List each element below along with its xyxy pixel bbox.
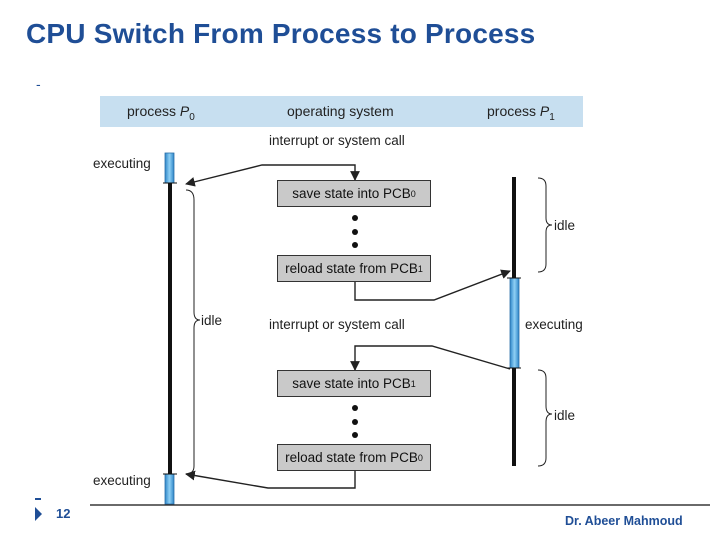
page-marker-icon bbox=[35, 507, 42, 521]
ellipsis-dots-bottom bbox=[352, 405, 358, 438]
p1-timeline bbox=[507, 177, 521, 466]
p0-executing-bar-bottom bbox=[164, 473, 175, 505]
label-idle-p1-top: idle bbox=[554, 218, 576, 233]
header-process-p1: process P1 bbox=[487, 103, 555, 123]
label-executing-p1: executing bbox=[525, 317, 583, 332]
author-credit: Dr. Abeer Mahmoud bbox=[565, 514, 683, 528]
arrow-switch-to-p1 bbox=[354, 269, 511, 301]
p0-idle-brace bbox=[185, 189, 201, 475]
page-number: 12 bbox=[56, 506, 71, 521]
bullet-dash: - bbox=[36, 76, 41, 92]
p1-executing-bar bbox=[509, 277, 520, 369]
p0-timeline bbox=[163, 152, 177, 505]
arrow-interrupt-1 bbox=[185, 164, 360, 187]
page-marker-line bbox=[35, 498, 41, 500]
ellipsis-dots-top bbox=[352, 215, 358, 248]
header-process-p0: process P0 bbox=[127, 103, 195, 123]
diagram-header-band bbox=[100, 96, 583, 127]
p1-idle-brace-bottom bbox=[537, 369, 553, 467]
arrow-interrupt-2 bbox=[350, 345, 511, 371]
label-idle-p1-bottom: idle bbox=[554, 408, 576, 423]
p1-idle-brace-top bbox=[537, 177, 553, 273]
header-operating-system: operating system bbox=[287, 103, 394, 119]
label-interrupt-1: interrupt or system call bbox=[269, 133, 405, 148]
label-interrupt-2: interrupt or system call bbox=[269, 317, 405, 332]
label-idle-p0: idle bbox=[201, 313, 223, 328]
p0-executing-bar-top bbox=[164, 152, 175, 184]
label-executing-p0-bottom: executing bbox=[93, 473, 151, 488]
arrow-switch-to-p0 bbox=[185, 470, 356, 489]
slide-title: CPU Switch From Process to Process bbox=[26, 18, 536, 49]
label-executing-p0-top: executing bbox=[93, 156, 151, 171]
